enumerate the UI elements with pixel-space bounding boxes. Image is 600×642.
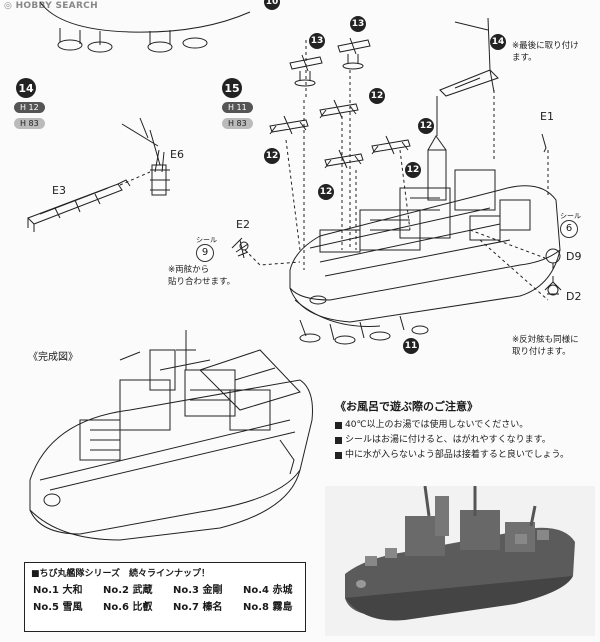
runner-h83: H 83 [222, 118, 253, 129]
hobby-search-watermark: ◎ HOBBY SEARCH [4, 1, 98, 11]
caution-item: 40℃以上のお湯では使用しないでください。 [335, 418, 595, 433]
step-12-badge: 12 [405, 162, 421, 178]
step-14-badge: 14 [16, 78, 36, 98]
step-12-badge: 12 [418, 118, 434, 134]
lineup-item: No.4 赤城 [243, 585, 293, 596]
part-label-d2: D2 [566, 290, 582, 303]
series-lineup-box: ■ちび丸艦隊シリーズ 続々ラインナップ！ No.1 大和 No.2 武蔵 No.… [24, 562, 306, 632]
previous-step-hull-drawing [39, 1, 251, 53]
part-label-e1: E1 [540, 110, 554, 123]
mast-step14-drawing [439, 17, 499, 97]
runner-h11: H 11 [222, 102, 253, 113]
step-10-badge: 10 [264, 0, 280, 10]
step-13-badge: 13 [309, 33, 325, 49]
part-label-e2: E2 [236, 218, 250, 231]
lineup-item: No.7 榛名 [173, 602, 223, 613]
step-13-badge: 13 [350, 16, 366, 32]
caution-item: 中に水が入らないよう部品は接着すると良いでしょう。 [335, 448, 595, 463]
lineup-item: No.6 比叡 [103, 602, 153, 613]
runner-h83: H 83 [14, 118, 45, 129]
crane-e6-drawing [121, 117, 170, 196]
step-11-badge: 11 [403, 338, 419, 354]
lineup-item: No.2 武蔵 [103, 585, 153, 596]
lineup-item: No.1 大和 [33, 585, 83, 596]
runner-h12: H 12 [14, 102, 45, 113]
note-both-sides: ※両舷から 貼り合わせます。 [168, 265, 236, 287]
part-e1-drawing [541, 133, 547, 153]
lineup-heading: ■ちび丸艦隊シリーズ 続々ラインナップ！ [31, 569, 211, 579]
caution-item: シールはお湯に付けると、はがれやすくなります。 [335, 433, 595, 448]
note-attach-last: ※最後に取り付け ます。 [512, 41, 579, 63]
part-d2-drawing [544, 276, 562, 296]
note-opposite-side: ※反対舷も同様に 取り付けます。 [512, 335, 579, 357]
crane-arm-e3-drawing [27, 179, 131, 232]
float-plane-drawings [269, 37, 411, 169]
part-label-e3: E3 [52, 184, 66, 197]
lineup-item: No.8 霧島 [243, 602, 293, 613]
completed-view-label: 《完成図》 [28, 352, 78, 363]
bath-caution-block: 《お風呂で遊ぶ際のご注意》 40℃以上のお湯では使用しないでください。 シールは… [335, 398, 595, 463]
model-photo-image [345, 486, 575, 621]
step-12-badge: 12 [264, 148, 280, 164]
step-14-badge: 14 [490, 34, 506, 50]
assembled-model-photo [325, 486, 595, 636]
step-12-badge: 12 [318, 184, 334, 200]
part-label-e6: E6 [170, 148, 184, 161]
step-15-badge: 15 [222, 78, 242, 98]
part-label-d9: D9 [566, 250, 582, 263]
part-d9-drawing [545, 248, 561, 269]
step-12-badge: 12 [369, 88, 385, 104]
caution-title: 《お風呂で遊ぶ際のご注意》 [335, 400, 478, 413]
part-e2-drawing [231, 237, 249, 259]
superstructure-drawing [319, 96, 531, 253]
completed-ship-drawing [29, 330, 313, 541]
lineup-item: No.5 雪風 [33, 602, 83, 613]
lineup-item: No.3 金剛 [173, 585, 223, 596]
assembly-guide-lines [244, 40, 549, 301]
